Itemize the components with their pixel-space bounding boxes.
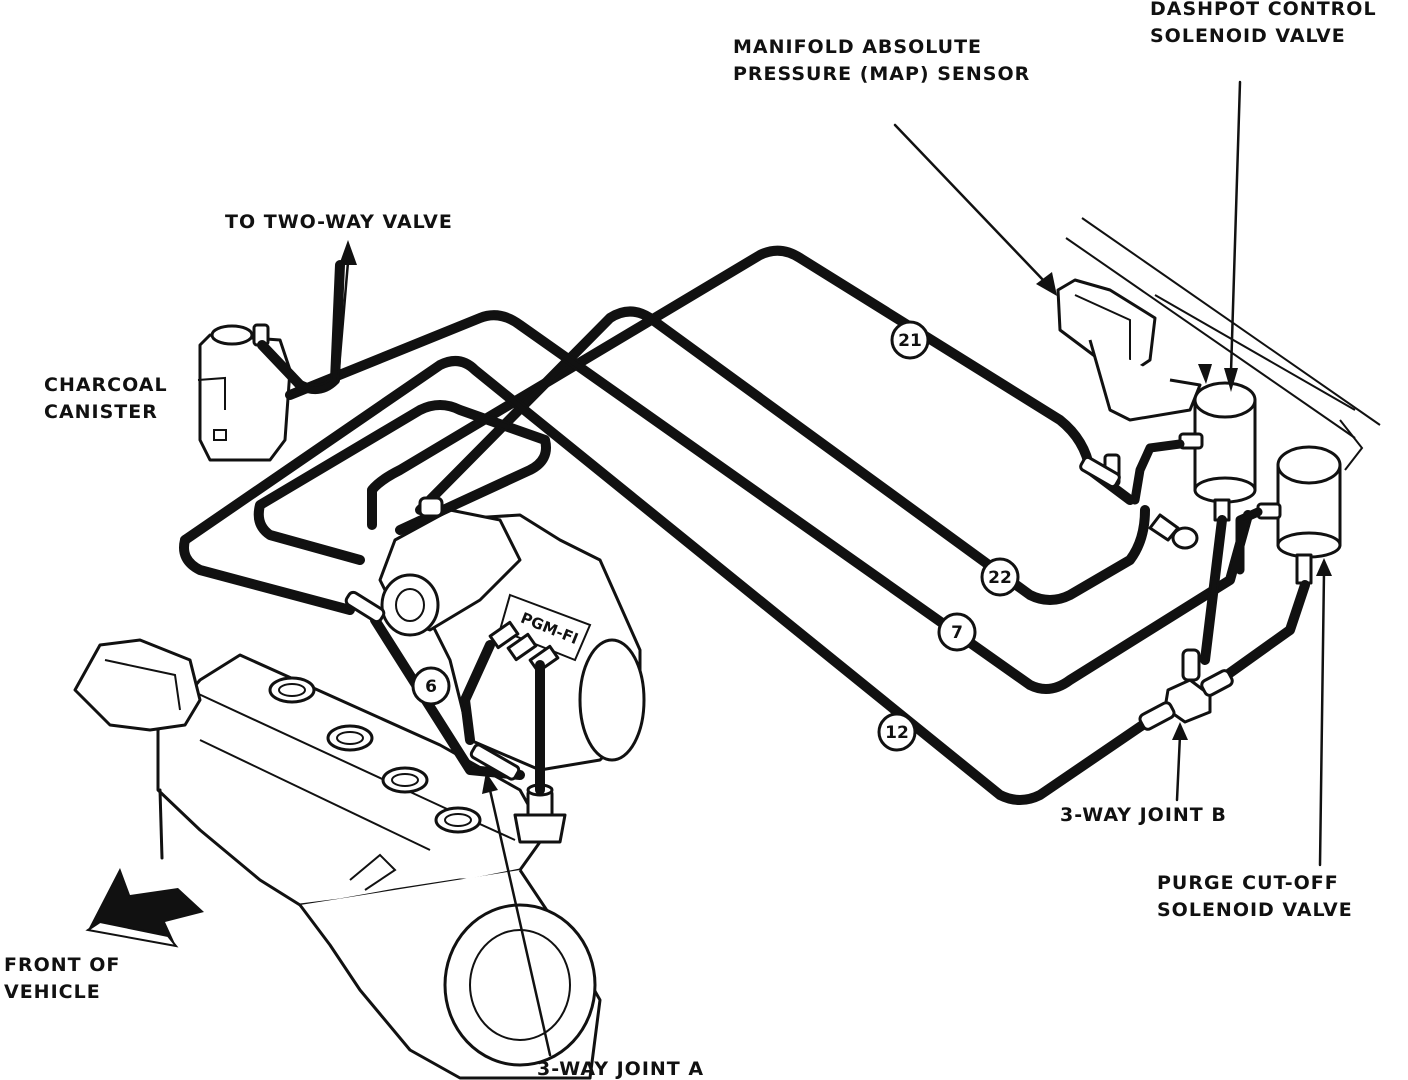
three-way-joint-b	[1138, 648, 1234, 731]
map-sensor-label: MANIFOLD ABSOLUTE PRESSURE (MAP) SENSOR	[733, 34, 1030, 88]
svg-text:12: 12	[885, 723, 909, 743]
vacuum-hoses	[179, 245, 1310, 805]
purge-label-line2: SOLENOID VALVE	[1157, 899, 1353, 921]
hose-callouts: 21 22 7 12 6	[411, 320, 1020, 752]
leader-lines	[336, 80, 1332, 1057]
purge-cutoff-solenoid	[1256, 445, 1342, 585]
map-sensor	[1056, 278, 1202, 422]
map-label-line2: PRESSURE (MAP) SENSOR	[733, 63, 1031, 85]
hose-number-7: 7	[937, 612, 977, 652]
front-of-vehicle-label: FRONT OF VEHICLE	[4, 952, 120, 1006]
hose-number-21: 21	[890, 320, 930, 360]
engine-cylinder-head	[73, 638, 602, 1080]
front-label-line2: VEHICLE	[4, 981, 101, 1003]
hose-number-6: 6	[411, 666, 451, 706]
front-label-line1: FRONT OF	[4, 954, 121, 976]
purge-solenoid-label: PURGE CUT-OFF SOLENOID VALVE	[1157, 870, 1353, 924]
charcoal-canister	[197, 323, 292, 462]
svg-text:7: 7	[951, 623, 963, 643]
two-way-label-text: TO TWO-WAY VALVE	[225, 211, 453, 233]
intake-plenum: PGM-FI	[378, 508, 646, 844]
canister-label-line2: CANISTER	[44, 401, 158, 423]
two-way-valve-label: TO TWO-WAY VALVE	[225, 209, 453, 236]
svg-text:22: 22	[988, 568, 1012, 588]
firewall-outline	[1065, 217, 1381, 471]
joint-b-label-text: 3-WAY JOINT B	[1060, 804, 1227, 826]
front-of-vehicle-arrow	[85, 868, 204, 948]
joint-a-label-text: 3-WAY JOINT A	[537, 1058, 705, 1080]
map-label-line1: MANIFOLD ABSOLUTE	[733, 36, 983, 58]
dashpot-solenoid-label: DASHPOT CONTROL SOLENOID VALVE	[1150, 0, 1377, 50]
hose-number-22: 22	[980, 557, 1020, 597]
joint-a-label: 3-WAY JOINT A	[537, 1056, 704, 1080]
canister-label-line1: CHARCOAL	[44, 374, 168, 396]
svg-text:6: 6	[425, 677, 437, 697]
purge-label-line1: PURGE CUT-OFF	[1157, 872, 1339, 894]
dashpot-label-line2: SOLENOID VALVE	[1150, 25, 1346, 47]
dashpot-solenoid	[1178, 381, 1257, 522]
svg-text:21: 21	[898, 331, 922, 351]
joint-b-label: 3-WAY JOINT B	[1060, 802, 1227, 829]
hose-number-12: 12	[877, 712, 917, 752]
dashpot-label-line1: DASHPOT CONTROL	[1150, 0, 1377, 20]
charcoal-canister-label: CHARCOAL CANISTER	[44, 372, 168, 426]
